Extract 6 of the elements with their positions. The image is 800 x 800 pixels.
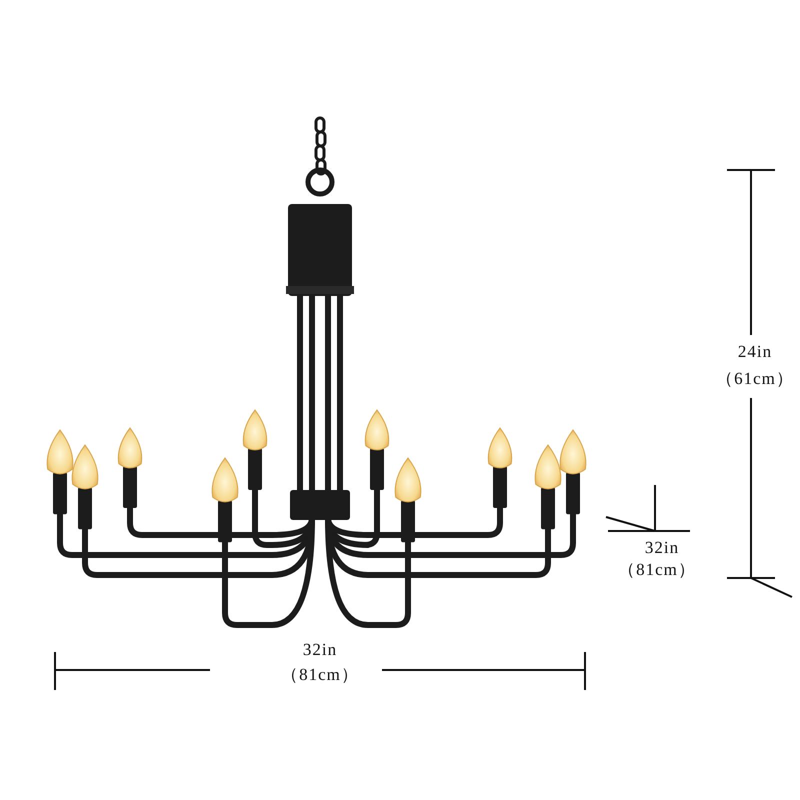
dimension-label: 32in	[302, 641, 338, 660]
dimension-label: （81cm）	[618, 561, 696, 580]
dimension-label: 24in	[738, 343, 772, 362]
dimension-label: （61cm）	[716, 370, 794, 389]
dimension-label: 32in	[644, 539, 680, 558]
dimension-label: （81cm）	[281, 666, 359, 685]
